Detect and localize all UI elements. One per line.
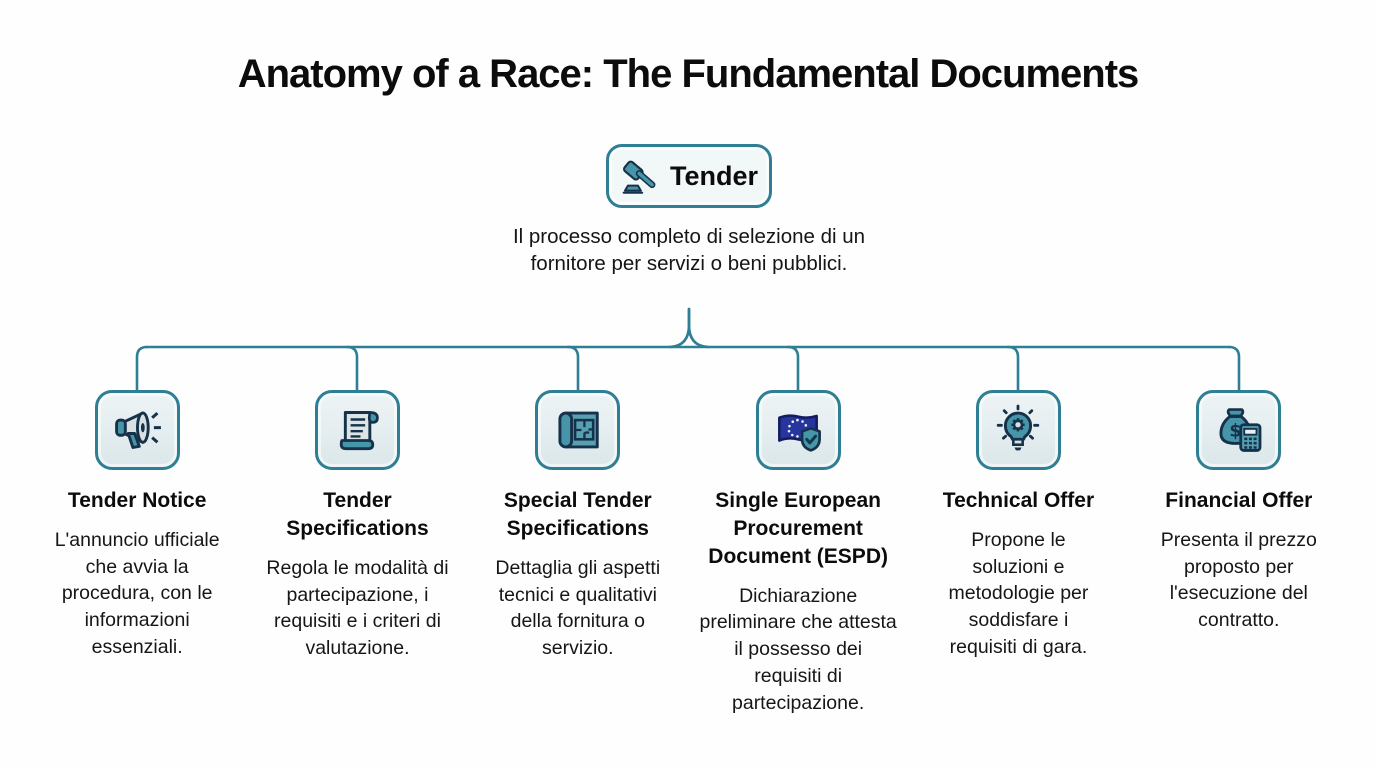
node-description: Propone le soluzioni e metodologie per s…: [948, 528, 1089, 658]
espd-icon-box: [755, 390, 841, 470]
node-title: Tender Notice: [67, 489, 207, 512]
node-description: Regola le modalità di partecipazione, i …: [266, 556, 449, 659]
node-title: Single European Procurement Document (ES…: [708, 489, 888, 568]
page-title: Anatomy of a Race: The Fundamental Docum…: [237, 52, 1140, 96]
money-bag-calculator-icon: $: [1211, 402, 1267, 458]
special-tender-specifications-icon-box: [535, 390, 621, 470]
financial-offer-icon-box: $: [1196, 390, 1282, 470]
megaphone-icon: [109, 402, 165, 458]
document-nodes-row: Tender Notice L'annuncio ufficiale che a…: [27, 390, 1349, 716]
tender-notice-icon-box: [94, 390, 180, 470]
blueprint-icon: [550, 402, 606, 458]
node-special-tender-specifications: Special Tender Specifications Dettaglia …: [468, 390, 688, 716]
node-description: Presenta il prezzo proposto per l'esecuz…: [1160, 528, 1317, 632]
node-description: L'annuncio ufficiale che avvia la proced…: [54, 528, 220, 658]
node-financial-offer: $ Financial Offer Presenta il prezzo pro…: [1129, 390, 1349, 716]
root-node-tender: Tender: [606, 144, 772, 208]
eu-flag-shield-icon: [770, 402, 826, 458]
technical-offer-icon-box: [975, 390, 1061, 470]
scroll-icon: [329, 402, 385, 458]
lightbulb-gear-icon: [990, 402, 1046, 458]
svg-text:$: $: [1229, 421, 1241, 441]
node-espd: Single European Procurement Document (ES…: [688, 390, 908, 716]
node-description: Dichiarazione preliminare che attesta il…: [699, 584, 897, 714]
node-technical-offer: Technical Offer Propone le soluzioni e m…: [908, 390, 1128, 716]
node-tender-notice: Tender Notice L'annuncio ufficiale che a…: [27, 390, 247, 716]
node-title: Financial Offer: [1165, 489, 1313, 512]
root-node-label: Tender: [669, 160, 758, 191]
root-node-description: Il processo completo di selezione di un …: [512, 225, 866, 276]
tender-specifications-icon-box: [314, 390, 400, 470]
gavel-icon: [620, 156, 660, 196]
node-title: Tender Specifications: [286, 489, 429, 540]
node-description: Dettaglia gli aspetti tecnici e qualitat…: [495, 556, 661, 659]
node-title: Special Tender Specifications: [503, 489, 652, 540]
node-tender-specifications: Tender Specifications Regola le modalità…: [247, 390, 467, 716]
node-title: Technical Offer: [942, 489, 1095, 512]
